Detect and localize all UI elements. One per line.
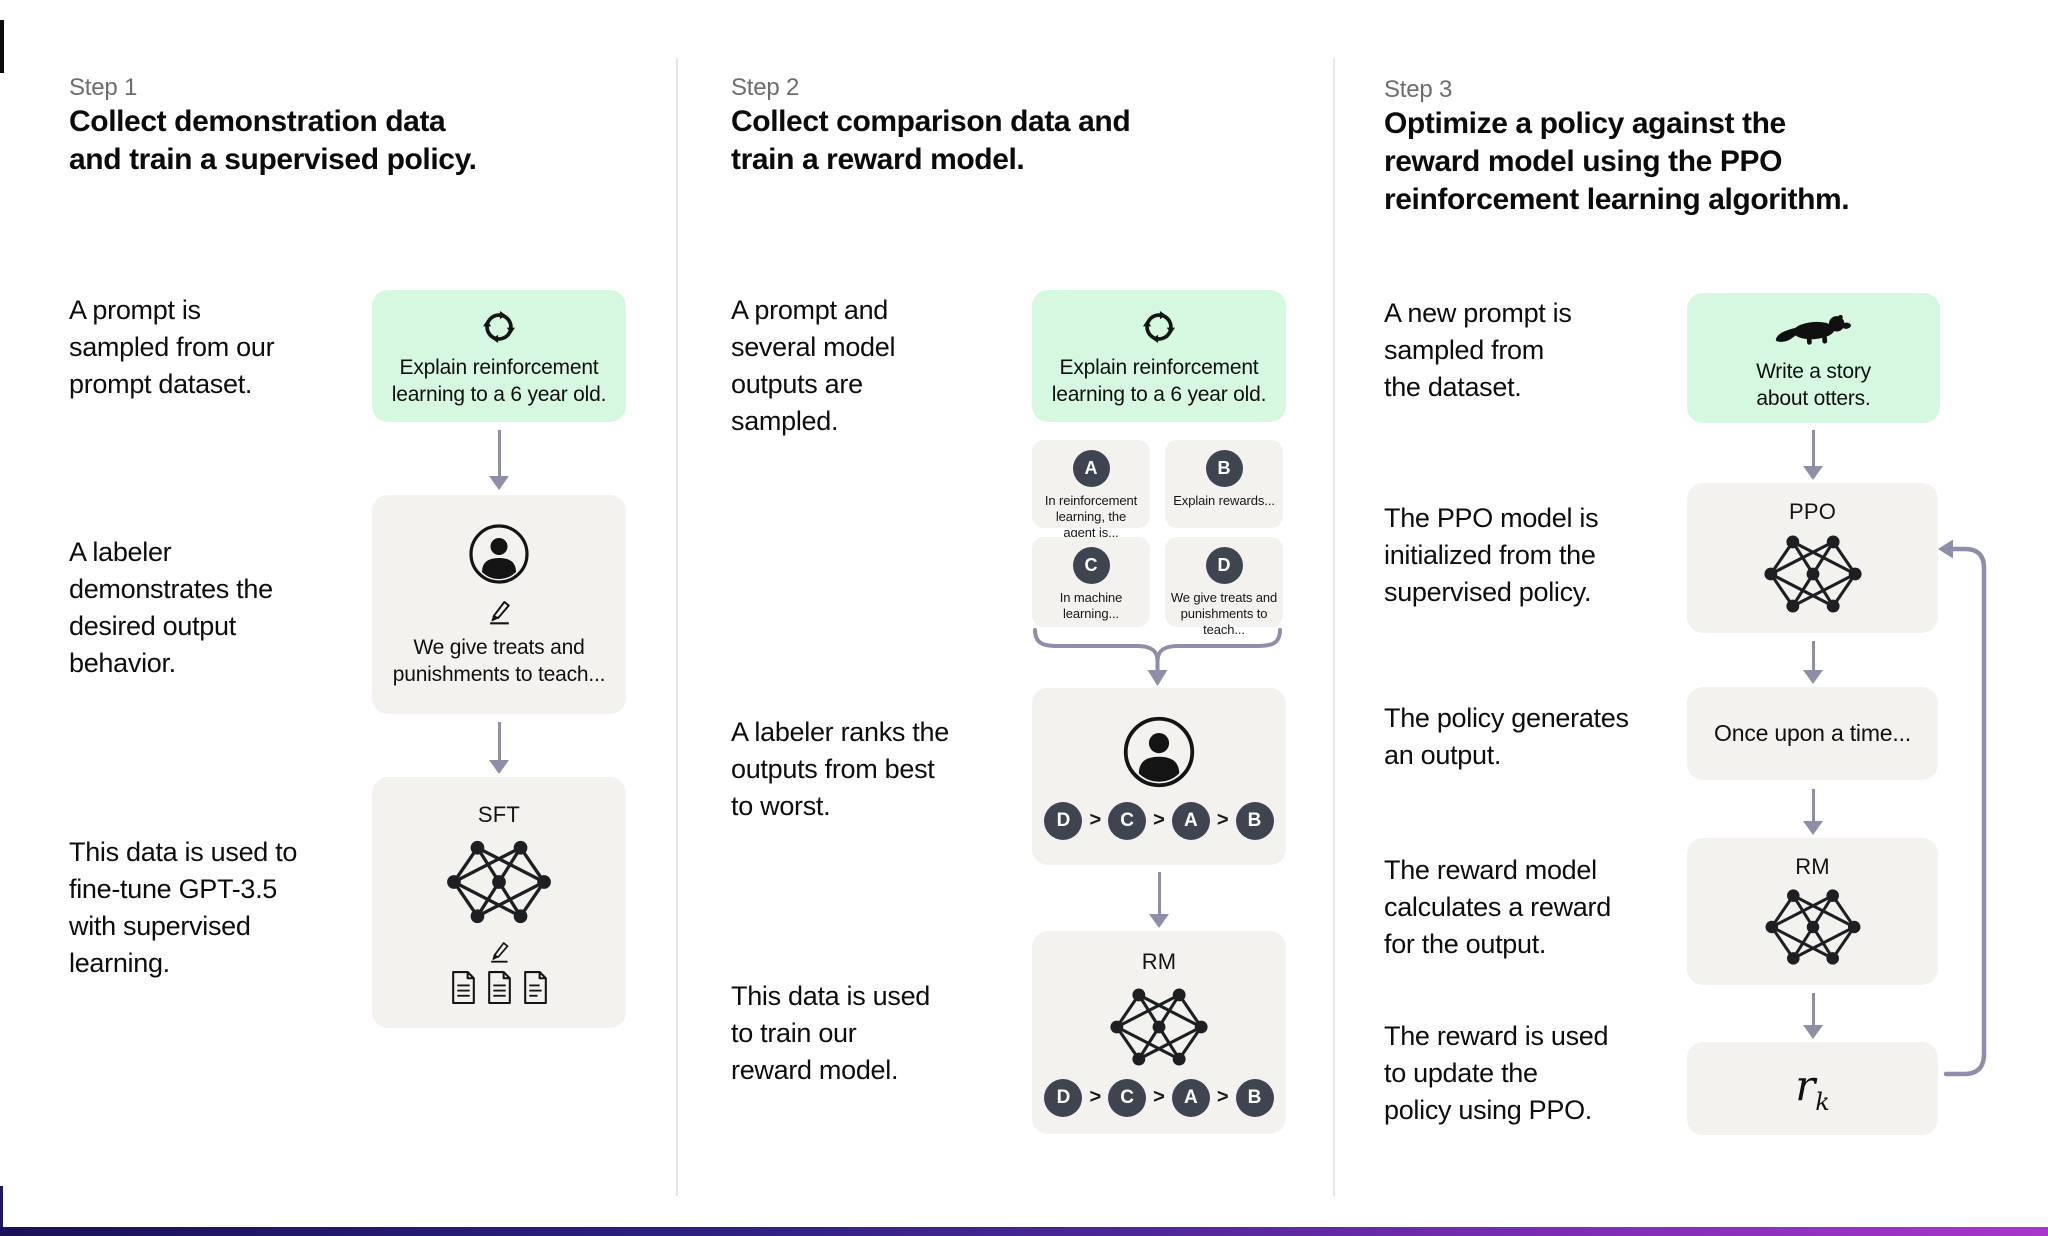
document-icon xyxy=(450,970,477,1004)
reward-box: rk xyxy=(1687,1042,1938,1135)
policy-output-text: Once upon a time... xyxy=(1714,720,1911,746)
prompt-text: Write a story about otters. xyxy=(1756,360,1871,410)
rank-separator: > xyxy=(1089,809,1102,831)
flow-arrow xyxy=(1802,789,1824,835)
network-icon xyxy=(1757,530,1869,618)
documents-row xyxy=(450,970,549,1004)
prompt-text: Explain reinforcement learning to a 6 ye… xyxy=(391,355,607,406)
rank-separator: > xyxy=(1216,1086,1229,1108)
document-icon xyxy=(486,970,513,1004)
rank-badge: B xyxy=(1235,1078,1274,1117)
step-description: This data is used to fine-tune GPT-3.5 w… xyxy=(69,837,298,978)
edge-artifact xyxy=(0,20,4,73)
output-text: In reinforcement learning, the agent is.… xyxy=(1044,493,1138,540)
step-label: Step 2 xyxy=(731,74,800,101)
prompt-text: Explain reinforcement learning to a 6 ye… xyxy=(1051,355,1267,406)
step-label: Step 3 xyxy=(1384,76,1453,103)
pencil-icon xyxy=(483,594,515,626)
person-icon xyxy=(467,522,531,586)
step-description: This data is used to train our reward mo… xyxy=(731,981,931,1085)
rank-separator: > xyxy=(1153,1086,1165,1108)
step-title: Collect demonstration data and train a s… xyxy=(69,105,477,176)
flow-arrow xyxy=(1802,641,1824,684)
cycle-icon xyxy=(1137,305,1181,349)
step-description: A labeler demonstrates the desired outpu… xyxy=(69,537,273,678)
flow-arrow xyxy=(1148,872,1170,928)
rank-separator: > xyxy=(1153,809,1165,831)
rm-box: RM D > C > A xyxy=(1032,931,1286,1134)
column-divider xyxy=(1333,58,1335,1196)
rank-badge: C xyxy=(1108,801,1147,840)
flow-arrow xyxy=(488,722,510,774)
output-box-b: B Explain rewards... xyxy=(1165,440,1283,528)
prompt-box: Write a story about otters. xyxy=(1687,293,1940,423)
rank-badge: B xyxy=(1235,801,1274,840)
column-divider xyxy=(676,58,678,1196)
model-label: PPO xyxy=(1788,498,1837,524)
labeler-ranking-box: D > C > A > B xyxy=(1032,688,1286,865)
flow-arrow xyxy=(1802,430,1824,480)
output-box-a: A In reinforcement learning, the agent i… xyxy=(1032,440,1150,540)
output-badge: D xyxy=(1205,547,1243,584)
step-description: The policy generates an output. xyxy=(1384,703,1629,770)
otter-icon xyxy=(1772,304,1856,352)
output-badge: A xyxy=(1072,450,1110,487)
bottom-gradient-bar xyxy=(0,1227,2048,1236)
prompt-box: Explain reinforcement learning to a 6 ye… xyxy=(1032,290,1286,422)
step-description: A prompt and several model outputs are s… xyxy=(731,295,896,436)
rank-badge: D xyxy=(1044,801,1083,840)
prompt-box: Explain reinforcement learning to a 6 ye… xyxy=(372,290,626,422)
reward-symbol: rk xyxy=(1795,1061,1830,1116)
flow-arrow xyxy=(488,430,510,490)
model-label: RM xyxy=(1141,948,1177,974)
document-icon xyxy=(522,970,549,1004)
step-label: Step 1 xyxy=(69,74,138,101)
network-icon xyxy=(1103,983,1215,1071)
feedback-loop-arrow xyxy=(1938,534,2000,1086)
rank-badge: A xyxy=(1171,801,1210,840)
output-text: Explain rewards... xyxy=(1173,493,1275,508)
pencil-icon xyxy=(485,936,513,964)
network-icon xyxy=(440,835,558,929)
output-badge: B xyxy=(1205,450,1243,487)
rank-badge: D xyxy=(1044,1078,1083,1117)
rank-separator: > xyxy=(1089,1086,1102,1108)
step-description: The reward model calculates a reward for… xyxy=(1384,855,1611,959)
edge-artifact xyxy=(0,1186,3,1232)
model-label: SFT xyxy=(477,801,521,827)
labeler-box: We give treats and punishments to teach.… xyxy=(372,495,626,714)
ranking-row: D > C > A > B xyxy=(1044,801,1274,840)
step-description: The reward is used to update the policy … xyxy=(1384,1021,1609,1125)
cycle-icon xyxy=(477,305,521,349)
step-description: A new prompt is sampled from the dataset… xyxy=(1384,298,1572,402)
step-title: Optimize a policy against the reward mod… xyxy=(1384,107,1850,216)
output-box-d: D We give treats and punishments to teac… xyxy=(1165,537,1283,637)
rank-badge: C xyxy=(1108,1078,1147,1117)
rank-badge: A xyxy=(1171,1078,1210,1117)
rank-separator: > xyxy=(1216,809,1229,831)
output-text: We give treats and punishments to teach.… xyxy=(1170,590,1278,637)
ranking-row: D > C > A > B xyxy=(1044,1078,1274,1117)
output-box-c: C In machine learning... xyxy=(1032,537,1150,627)
ppo-box: PPO xyxy=(1687,483,1938,633)
sft-box: SFT xyxy=(372,777,626,1028)
person-icon xyxy=(1121,714,1197,790)
model-label: RM xyxy=(1795,853,1830,879)
step-description: The PPO model is initialized from the su… xyxy=(1384,503,1599,607)
output-badge: C xyxy=(1072,547,1110,584)
flow-arrow xyxy=(1802,993,1824,1039)
rm-box: RM xyxy=(1687,838,1938,985)
labeler-caption: We give treats and punishments to teach.… xyxy=(392,635,606,686)
step-title: Collect comparison data and train a rewa… xyxy=(731,105,1131,176)
step-description: A prompt is sampled from our prompt data… xyxy=(69,295,275,399)
network-icon xyxy=(1758,884,1868,970)
output-text: In machine learning... xyxy=(1059,590,1123,621)
policy-output-box: Once upon a time... xyxy=(1687,687,1938,780)
step-description: A labeler ranks the outputs from best to… xyxy=(731,717,949,821)
brace-connector xyxy=(1032,628,1283,690)
